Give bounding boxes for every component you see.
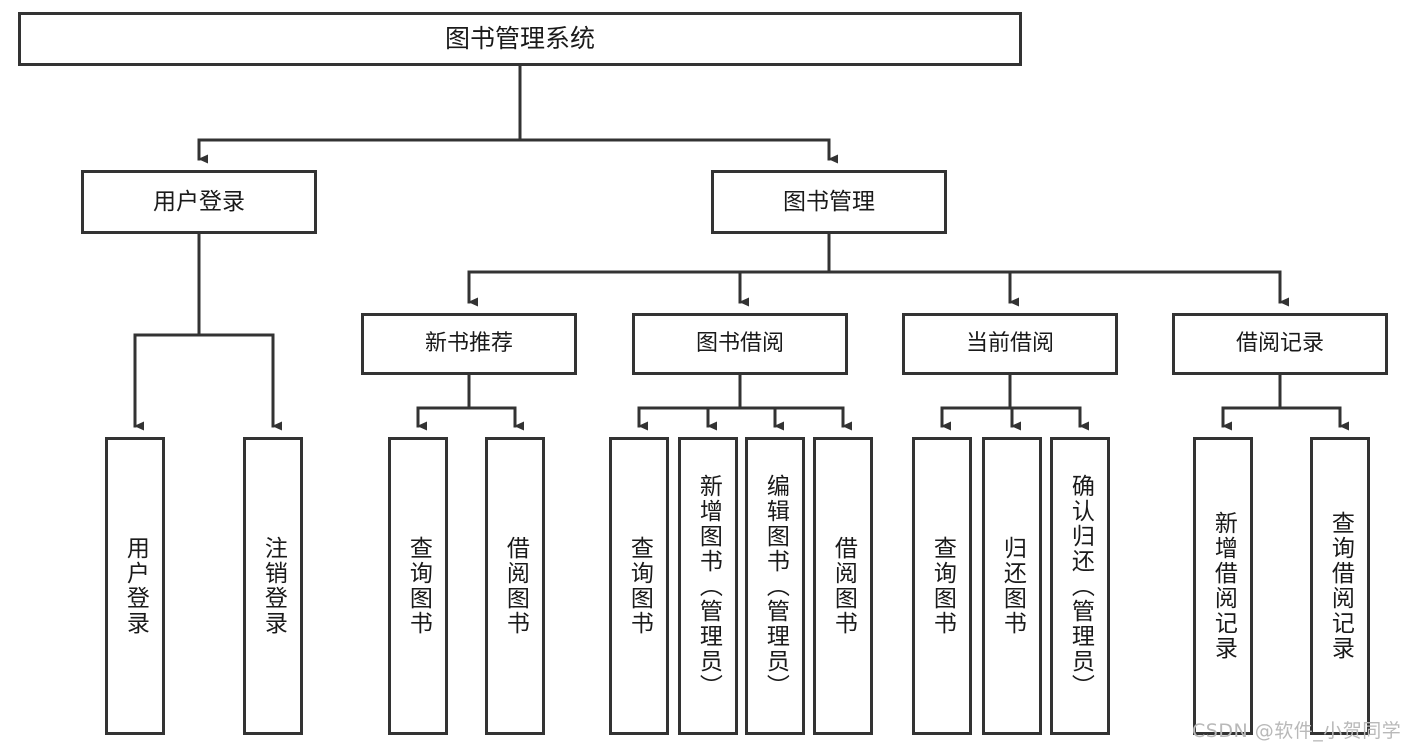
node-label: 新书推荐 — [424, 331, 513, 357]
node-leaf-cur-1[interactable]: 查询图书 — [912, 437, 972, 735]
node-label: 图书借阅 — [695, 331, 784, 357]
node-leaf-cur-3[interactable]: 确认归还（管理员） — [1050, 437, 1110, 735]
node-leaf-bor-2[interactable]: 新增图书（管理员） — [678, 437, 738, 735]
node-label: 归还图书 — [999, 536, 1026, 636]
node-leaf-rec-1[interactable]: 新增借阅记录 — [1193, 437, 1253, 735]
node-login[interactable]: 用户登录 — [81, 170, 317, 234]
node-label: 当前借阅 — [965, 331, 1054, 357]
node-leaf-new-2[interactable]: 借阅图书 — [485, 437, 545, 735]
node-leaf-new-1[interactable]: 查询图书 — [388, 437, 448, 735]
node-borrow[interactable]: 图书借阅 — [632, 313, 848, 375]
node-label: 注销登录 — [260, 536, 287, 636]
node-label: 借阅图书 — [830, 536, 857, 636]
node-label: 图书管理 — [783, 188, 875, 215]
node-leaf-login-1[interactable]: 用户登录 — [105, 437, 165, 735]
node-label: 查询图书 — [929, 536, 956, 636]
node-label: 查询图书 — [626, 536, 653, 636]
node-label: 编辑图书（管理员） — [762, 473, 789, 699]
node-newbook[interactable]: 新书推荐 — [361, 313, 577, 375]
node-current[interactable]: 当前借阅 — [902, 313, 1118, 375]
node-leaf-login-2[interactable]: 注销登录 — [243, 437, 303, 735]
node-leaf-bor-4[interactable]: 借阅图书 — [813, 437, 873, 735]
node-label: 查询借阅记录 — [1327, 511, 1354, 661]
node-leaf-cur-2[interactable]: 归还图书 — [982, 437, 1042, 735]
node-label: 查询图书 — [405, 536, 432, 636]
node-label: 借阅记录 — [1235, 331, 1324, 357]
node-label: 图书管理系统 — [444, 24, 595, 54]
watermark-label: CSDN @软件_小贺同学 — [1192, 720, 1402, 742]
node-records[interactable]: 借阅记录 — [1172, 313, 1388, 375]
node-label: 用户登录 — [153, 188, 245, 215]
node-label: 新增图书（管理员） — [695, 473, 722, 699]
node-leaf-bor-3[interactable]: 编辑图书（管理员） — [745, 437, 805, 735]
node-bookmgmt[interactable]: 图书管理 — [711, 170, 947, 234]
node-label: 用户登录 — [122, 536, 149, 636]
node-leaf-bor-1[interactable]: 查询图书 — [609, 437, 669, 735]
node-label: 新增借阅记录 — [1210, 511, 1237, 661]
node-label: 确认归还（管理员） — [1067, 473, 1094, 699]
node-label: 借阅图书 — [502, 536, 529, 636]
node-leaf-rec-2[interactable]: 查询借阅记录 — [1310, 437, 1370, 735]
node-root[interactable]: 图书管理系统 — [18, 12, 1022, 66]
